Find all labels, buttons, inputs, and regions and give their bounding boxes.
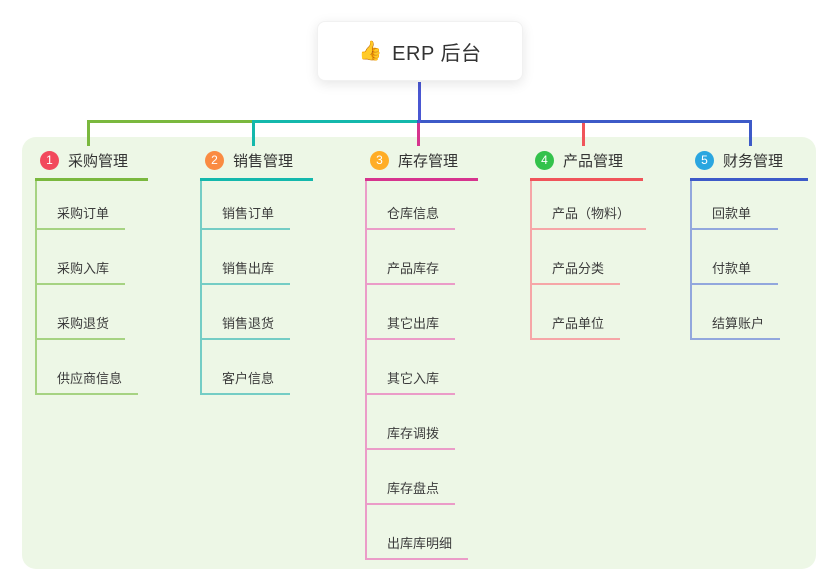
child-label: 库存盘点 [387,481,440,496]
branch-column-4: 4 产品管理产品（物料） 产品分类产品单位 [530,143,647,340]
child-node[interactable]: 采购订单 [35,181,126,230]
child-label: 采购入库 [57,261,110,276]
branch-children-1: 采购订单采购入库采购退货供应商信息 [35,181,148,395]
root-node-title: ERP 后台 [392,42,482,65]
bus-segment-blue [417,120,752,123]
child-label: 仓库信息 [387,206,440,221]
bus-segment-teal [252,120,420,123]
child-node[interactable]: 客户信息 [200,340,291,395]
root-stem-line [418,82,421,123]
child-label: 库存调拨 [387,426,440,441]
branch-rail-line-4 [530,181,532,340]
branch-column-1: 1 采购管理采购订单采购入库采购退货供应商信息 [35,143,148,395]
branch-label-5: 财务管理 [723,153,784,170]
root-node[interactable]: 👍 ERP 后台 [317,21,523,81]
branch-node-1[interactable]: 1 采购管理 [35,143,148,181]
child-node[interactable]: 付款单 [690,230,778,285]
child-node[interactable]: 采购入库 [35,230,126,285]
branch-drop-line-3 [417,120,420,146]
child-label: 回款单 [712,206,752,221]
child-node[interactable]: 供应商信息 [35,340,139,395]
child-node[interactable]: 结算账户 [690,285,781,340]
child-node[interactable]: 回款单 [690,181,778,230]
branch-drop-line-5 [749,120,752,146]
branch-rail-line-3 [365,181,367,560]
branch-children-4: 产品（物料） 产品分类产品单位 [530,181,647,340]
branches-panel [22,137,816,569]
child-label: 产品分类 [552,261,605,276]
branch-node-5[interactable]: 5 财务管理 [690,143,808,181]
branch-node-4[interactable]: 4 产品管理 [530,143,643,181]
child-node[interactable]: 销售出库 [200,230,291,285]
branch-rail-line-2 [200,181,202,395]
child-label: 采购退货 [57,316,110,331]
child-label: 销售订单 [222,206,275,221]
child-node[interactable]: 库存调拨 [365,395,456,450]
branch-number-badge-5: 5 [695,151,714,170]
child-node[interactable]: 产品库存 [365,230,456,285]
branch-number-badge-3: 3 [370,151,389,170]
child-node[interactable]: 其它出库 [365,285,456,340]
branch-label-2: 销售管理 [233,153,294,170]
child-label: 结算账户 [712,316,765,331]
child-label: 采购订单 [57,206,110,221]
branch-column-3: 3 库存管理仓库信息产品库存其它出库其它入库库存调拨库存盘点出库库明细 [365,143,478,560]
child-label: 销售退货 [222,316,275,331]
child-label: 客户信息 [222,371,275,386]
branch-label-1: 采购管理 [68,153,129,170]
branch-children-3: 仓库信息产品库存其它出库其它入库库存调拨库存盘点出库库明细 [365,181,478,560]
child-node[interactable]: 销售订单 [200,181,291,230]
child-label: 付款单 [712,261,752,276]
branch-label-3: 库存管理 [398,153,459,170]
branch-node-2[interactable]: 2 销售管理 [200,143,313,181]
branch-label-4: 产品管理 [563,153,624,170]
child-label: 产品（物料） [552,206,631,221]
child-node[interactable]: 仓库信息 [365,181,456,230]
thumbs-up-icon: 👍 [358,40,383,62]
child-node[interactable]: 产品（物料） [530,181,647,230]
child-node[interactable]: 产品分类 [530,230,621,285]
child-label: 供应商信息 [57,371,123,386]
branch-children-5: 回款单付款单结算账户 [690,181,808,340]
branch-column-2: 2 销售管理销售订单销售出库销售退货客户信息 [200,143,313,395]
child-node[interactable]: 库存盘点 [365,450,456,505]
child-label: 其它入库 [387,371,440,386]
child-label: 其它出库 [387,316,440,331]
child-label: 产品库存 [387,261,440,276]
branch-number-badge-4: 4 [535,151,554,170]
child-label: 出库库明细 [387,536,453,551]
branch-drop-line-1 [87,120,90,146]
branch-node-3[interactable]: 3 库存管理 [365,143,478,181]
child-label: 产品单位 [552,316,605,331]
child-node[interactable]: 出库库明细 [365,505,469,560]
child-node[interactable]: 销售退货 [200,285,291,340]
branch-number-badge-2: 2 [205,151,224,170]
child-node[interactable]: 产品单位 [530,285,621,340]
child-label: 销售出库 [222,261,275,276]
branch-children-2: 销售订单销售出库销售退货客户信息 [200,181,313,395]
branch-column-5: 5 财务管理回款单付款单结算账户 [690,143,808,340]
branch-drop-line-2 [252,120,255,146]
branch-rail-line-1 [35,181,37,395]
child-node[interactable]: 其它入库 [365,340,456,395]
branch-drop-line-4 [582,120,585,146]
child-node[interactable]: 采购退货 [35,285,126,340]
bus-segment-green [87,120,255,123]
branch-number-badge-1: 1 [40,151,59,170]
branch-rail-line-5 [690,181,692,340]
